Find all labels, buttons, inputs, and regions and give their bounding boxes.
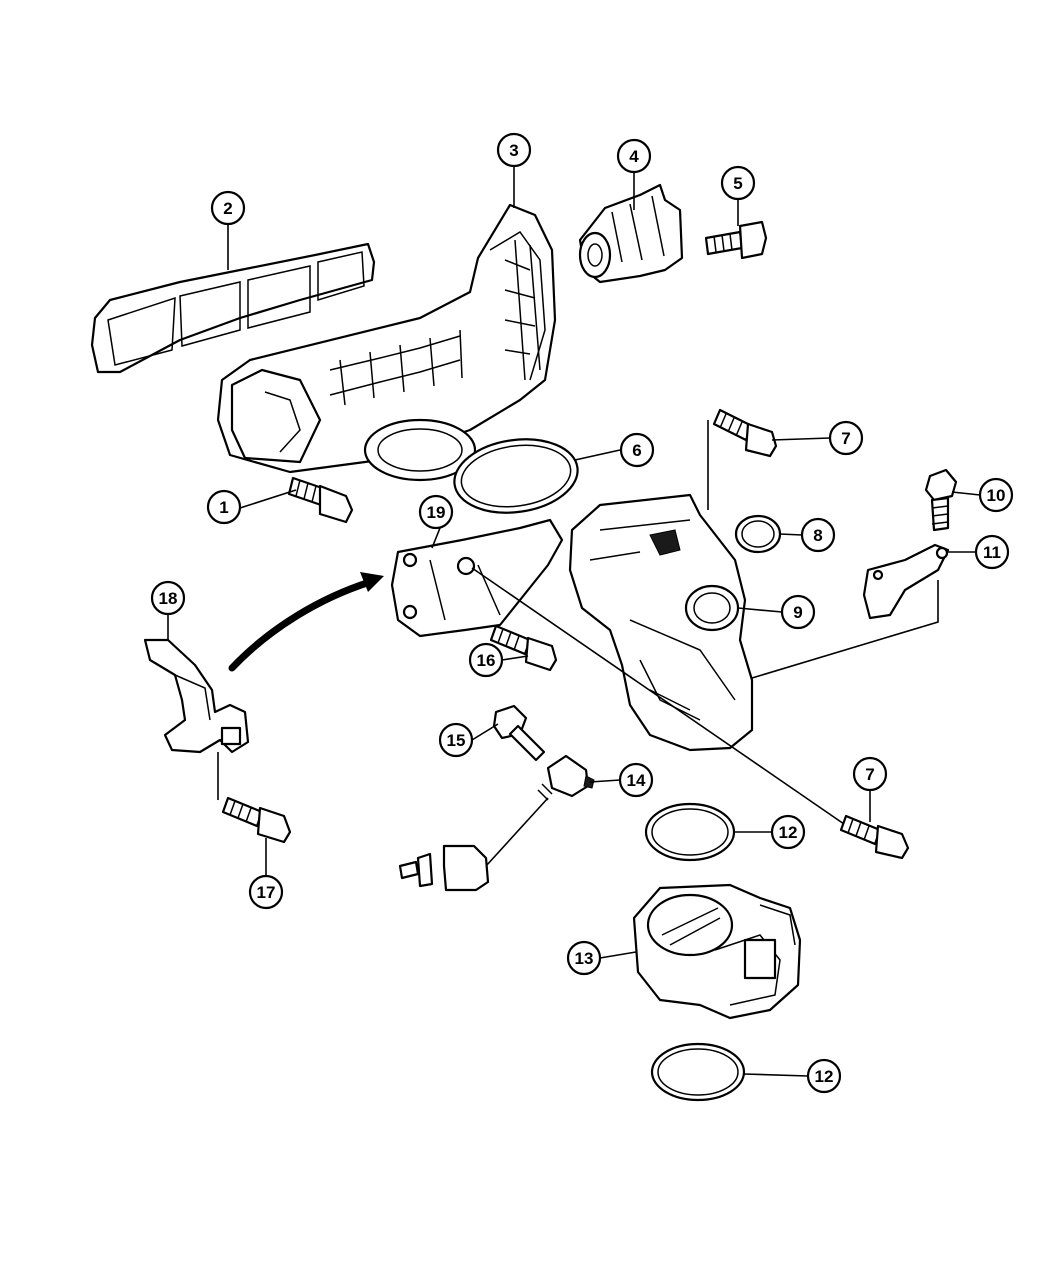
heat-shield xyxy=(143,638,250,754)
callout-17: 17 xyxy=(248,874,284,910)
callout-label: 1 xyxy=(219,498,228,517)
bolt-lower xyxy=(839,814,910,860)
shield-bolt xyxy=(221,796,292,844)
callout-12-lower: 12 xyxy=(806,1058,842,1094)
callout-3: 3 xyxy=(496,132,532,168)
callout-10: 10 xyxy=(978,477,1014,513)
callout-18: 18 xyxy=(150,580,186,616)
callout-label: 15 xyxy=(447,731,466,750)
callout-9: 9 xyxy=(780,594,816,630)
throttle-elbow xyxy=(568,493,754,752)
callout-label: 18 xyxy=(159,589,178,608)
callout-label: 2 xyxy=(223,199,232,218)
callout-11: 11 xyxy=(974,534,1010,570)
direction-arrow xyxy=(228,572,384,672)
callout-1: 1 xyxy=(206,489,242,525)
bracket xyxy=(862,543,950,620)
callout-label: 7 xyxy=(865,765,874,784)
sensor-connector xyxy=(398,844,490,892)
throttle-body xyxy=(632,883,802,1020)
callout-label: 19 xyxy=(427,503,446,522)
callout-7-lower: 7 xyxy=(852,756,888,792)
plate-bolt xyxy=(489,624,558,672)
callout-label: 11 xyxy=(983,543,1001,562)
callout-label: 8 xyxy=(813,526,822,545)
callout-4: 4 xyxy=(616,138,652,174)
callout-15: 15 xyxy=(438,722,474,758)
callout-14: 14 xyxy=(618,762,654,798)
callout-19: 19 xyxy=(418,494,454,530)
callout-6: 6 xyxy=(619,432,655,468)
intake-manifold xyxy=(216,203,557,482)
actuator-screw xyxy=(704,220,768,260)
bracket-bolt xyxy=(924,468,958,532)
callout-7-upper: 7 xyxy=(828,420,864,456)
callout-label: 4 xyxy=(629,147,639,166)
callout-2: 2 xyxy=(210,190,246,226)
callout-label: 10 xyxy=(987,486,1006,505)
adapter-plate xyxy=(390,518,564,638)
manifold-gasket xyxy=(90,242,376,374)
callout-label: 7 xyxy=(841,429,850,448)
throttle-gasket-upper xyxy=(644,802,736,862)
callout-label: 16 xyxy=(477,651,496,670)
callout-label: 14 xyxy=(627,771,646,790)
callout-label: 6 xyxy=(632,441,641,460)
manifold-bolt xyxy=(287,476,354,524)
map-sensor xyxy=(537,754,595,801)
leader-lines xyxy=(167,166,981,1077)
callout-5: 5 xyxy=(720,165,756,201)
o-ring-seal xyxy=(453,438,579,514)
callout-16: 16 xyxy=(468,642,504,678)
callout-label: 3 xyxy=(509,141,518,160)
callout-8: 8 xyxy=(800,517,836,553)
callout-label: 12 xyxy=(815,1067,834,1086)
callout-label: 12 xyxy=(779,823,798,842)
small-seal-ring xyxy=(734,514,782,554)
callout-12-upper: 12 xyxy=(770,814,806,850)
sensor-bolt xyxy=(492,704,546,762)
callout-13: 13 xyxy=(566,940,602,976)
manifold-actuator xyxy=(578,183,684,284)
callout-label: 13 xyxy=(575,949,594,968)
callout-label: 9 xyxy=(793,603,802,622)
bolt-upper xyxy=(712,408,778,458)
throttle-gasket-lower xyxy=(650,1042,746,1102)
callout-label: 5 xyxy=(733,174,742,193)
callout-label: 17 xyxy=(257,883,276,902)
